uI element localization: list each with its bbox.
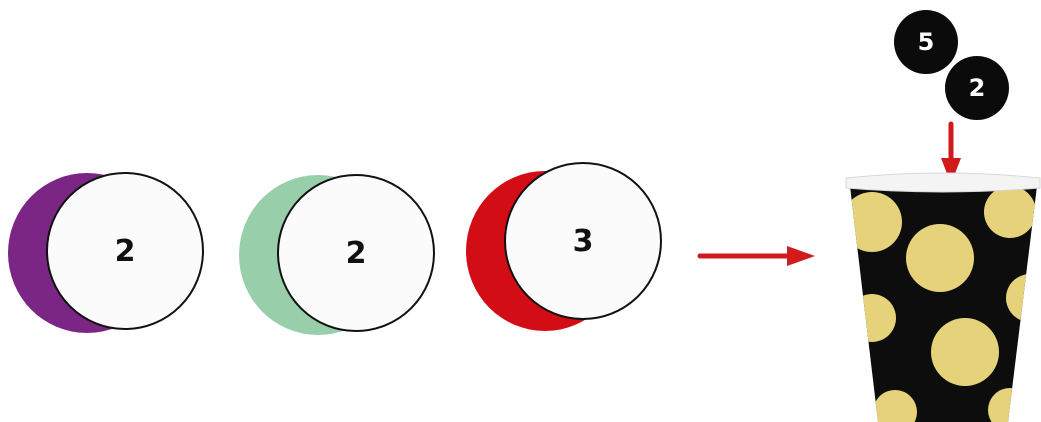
right-arrow-icon	[700, 246, 815, 266]
ball-bottom-value: 2	[969, 74, 986, 102]
ball-bottom: 2	[945, 56, 1009, 120]
ball-top: 5	[894, 10, 958, 74]
polka-dot-cup	[842, 173, 1041, 422]
ball-top-value: 5	[918, 28, 935, 56]
